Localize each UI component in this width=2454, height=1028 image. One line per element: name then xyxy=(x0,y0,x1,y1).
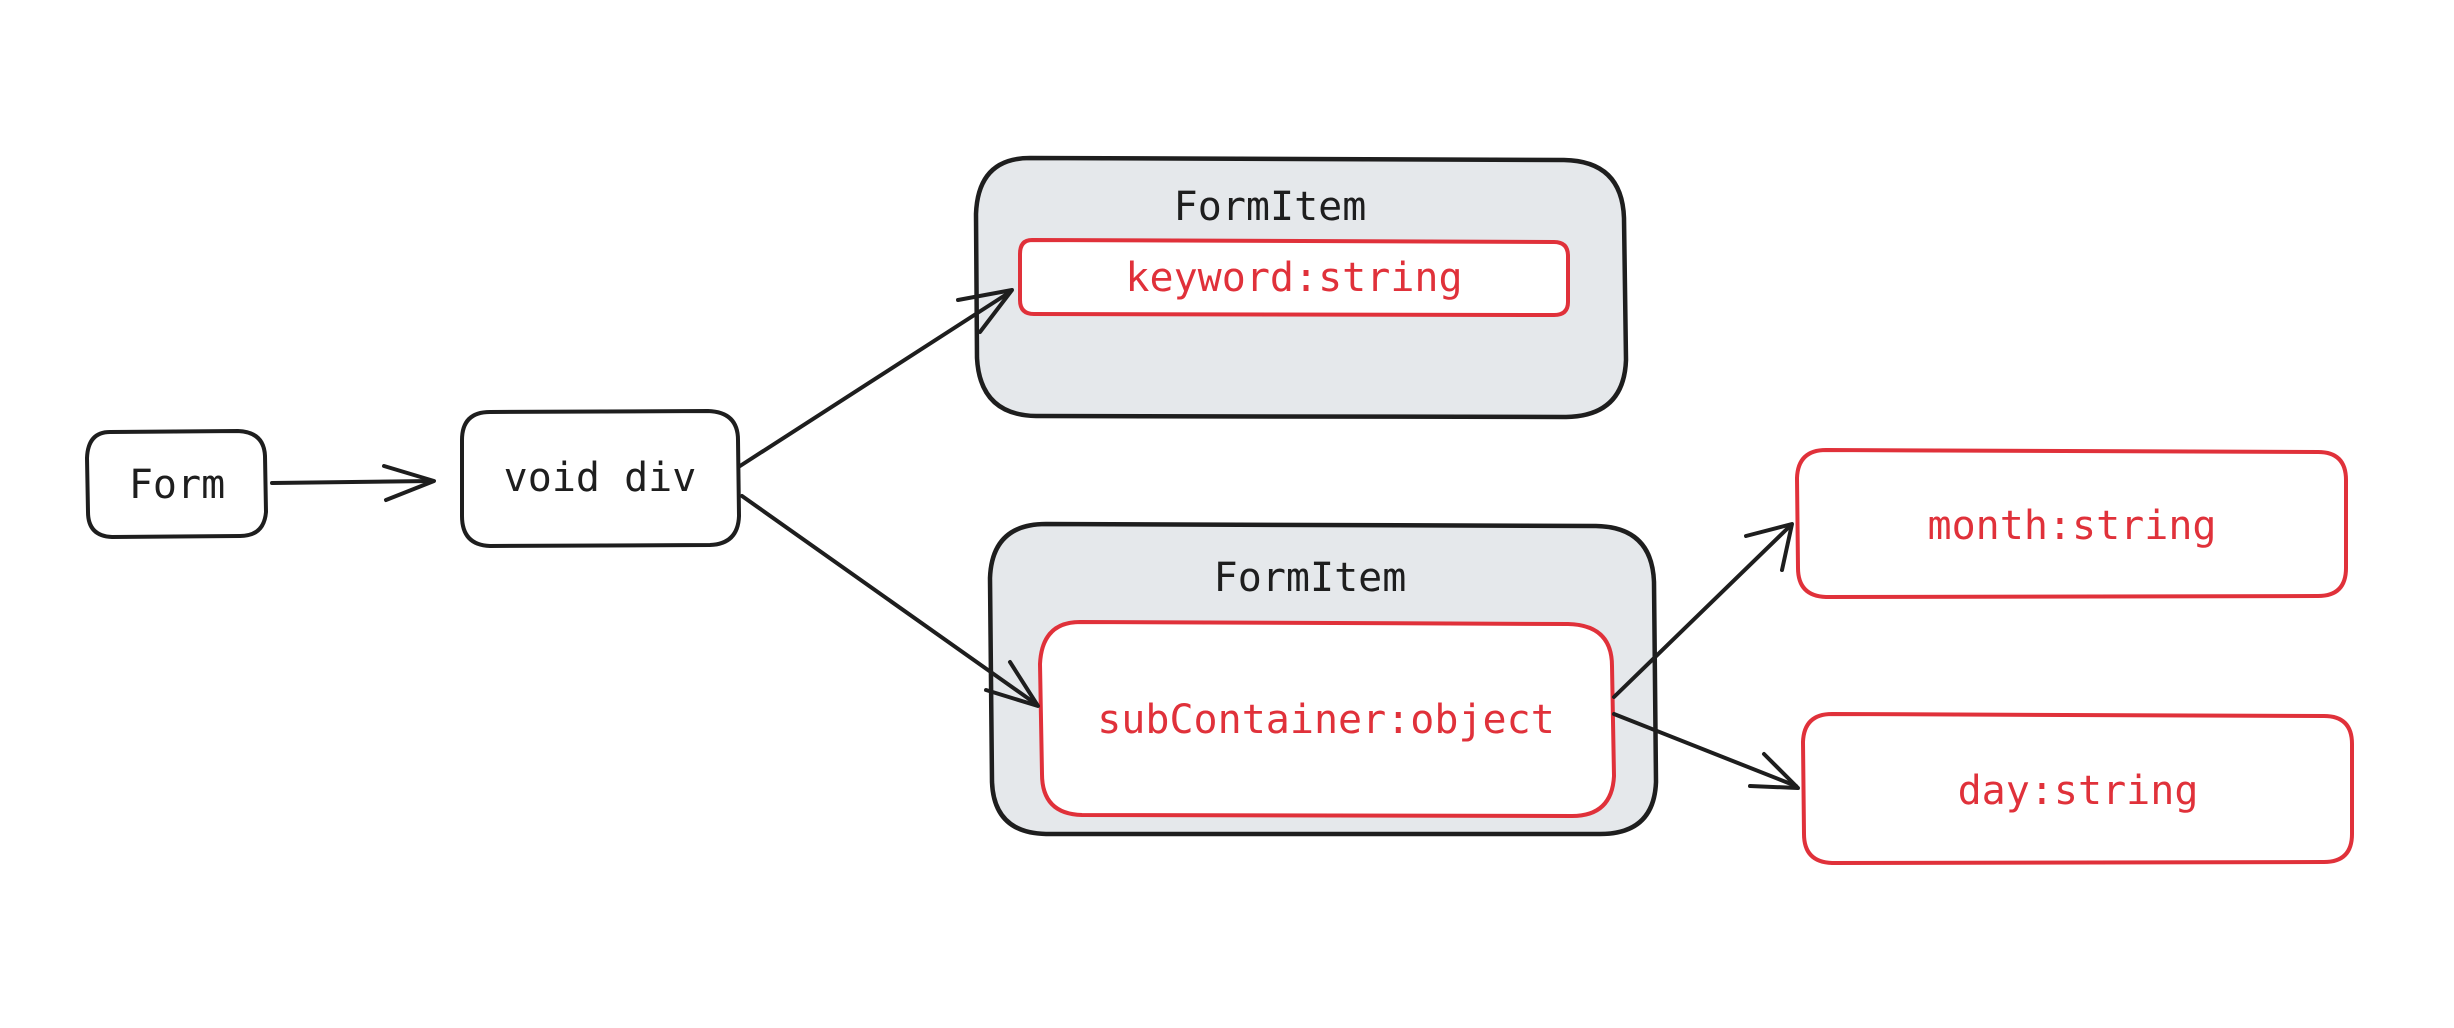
arrow-form-to-void-div xyxy=(270,464,436,502)
day-node-frame xyxy=(1801,712,2354,865)
form-node[interactable]: Form xyxy=(85,429,268,539)
arrow-void-div-to-keyword-head xyxy=(956,288,1014,334)
form-node-label: Form xyxy=(129,462,225,508)
arrow-void-div-to-sub-container xyxy=(740,494,1040,708)
arrow-sub-container-to-month-head xyxy=(1744,522,1794,572)
form-item-bottom-title: FormItem xyxy=(1214,555,1407,601)
form-item-group-top: FormItem keyword:string xyxy=(973,155,1629,420)
arrow-sub-container-to-day-line xyxy=(1612,712,1798,788)
keyword-node-label: keyword:string xyxy=(1125,255,1462,301)
form-item-group-bottom: FormItem subContainer:object xyxy=(987,521,1659,837)
arrow-void-div-to-sub-container-head xyxy=(984,660,1040,708)
arrow-void-div-to-keyword-line xyxy=(738,290,1012,468)
sub-container-node[interactable]: subContainer:object xyxy=(1038,620,1616,818)
month-node-label: month:string xyxy=(1928,503,2217,549)
form-node-frame xyxy=(85,429,268,539)
day-node[interactable]: day:string xyxy=(1801,712,2354,865)
void-div-node-frame xyxy=(460,409,741,548)
month-node[interactable]: month:string xyxy=(1795,448,2348,599)
month-node-frame xyxy=(1795,448,2348,599)
sub-container-node-label: subContainer:object xyxy=(1097,697,1555,743)
keyword-node[interactable]: keyword:string xyxy=(1018,238,1570,317)
arrow-void-div-to-sub-container-line xyxy=(740,494,1038,706)
arrow-sub-container-to-day xyxy=(1612,712,1800,790)
arrow-sub-container-to-day-head xyxy=(1748,752,1800,790)
arrow-form-to-void-div-line xyxy=(270,479,434,485)
day-node-label: day:string xyxy=(1958,768,2199,814)
arrow-void-div-to-keyword xyxy=(738,288,1014,468)
form-item-top-title: FormItem xyxy=(1174,184,1367,230)
void-div-node[interactable]: void div xyxy=(460,409,741,548)
void-div-node-label: void div xyxy=(504,455,697,501)
keyword-node-frame xyxy=(1018,238,1570,317)
arrow-form-to-void-div-head xyxy=(382,464,436,502)
arrow-sub-container-to-month-line xyxy=(1612,524,1792,699)
sub-container-node-frame xyxy=(1038,620,1616,818)
arrow-sub-container-to-month xyxy=(1612,522,1794,699)
